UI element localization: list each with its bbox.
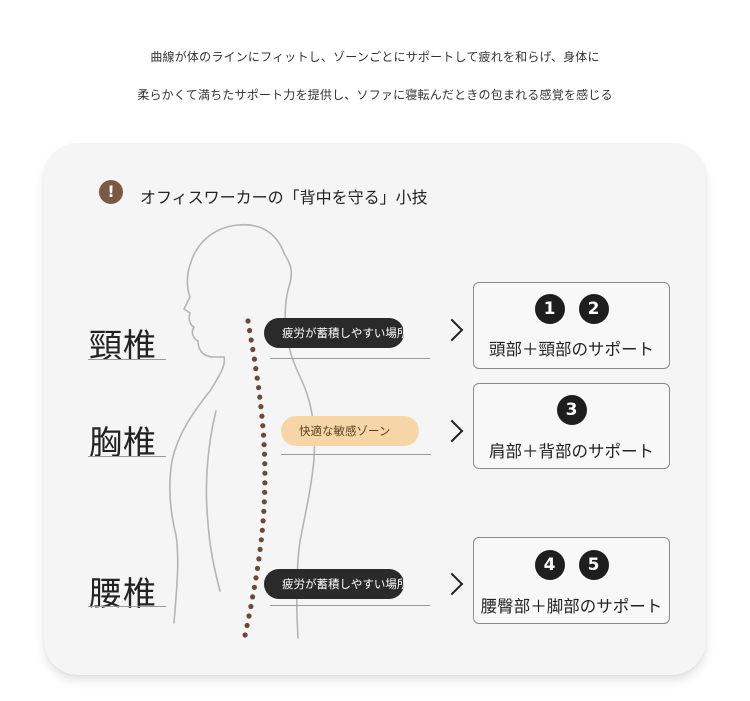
card-heading: オフィスワーカーの「背中を守る」小技 <box>140 188 428 207</box>
spine-dot <box>256 385 262 391</box>
support-text: 肩部＋背部のサポート <box>489 442 654 461</box>
number-badge: 1 <box>534 294 565 324</box>
spine-dot <box>260 518 266 524</box>
spine-dot <box>254 375 260 381</box>
spine-dot <box>260 432 267 438</box>
intro-line-2: 柔らかくて満ちたサポート力を提供し、ソファに寝転んだときの包まれる感覚を感じる <box>137 88 613 102</box>
support-text: 頭部＋頸部のサポート <box>489 340 654 359</box>
zone-label-lumbar: 腰椎 <box>89 574 157 613</box>
number-badge: 4 <box>534 550 565 580</box>
spine-dot <box>261 451 268 457</box>
pill-leader-line <box>270 605 430 606</box>
spine-dot <box>257 394 263 400</box>
spine-dot <box>261 499 267 505</box>
spine-dot <box>247 327 253 334</box>
exclamation-icon: ! <box>99 180 123 204</box>
spine-dot <box>260 423 266 429</box>
zone-underline <box>88 456 166 457</box>
spine-dot <box>245 318 251 324</box>
spine-dot <box>250 346 256 353</box>
spine-dot <box>251 356 257 362</box>
zone-underline <box>88 606 166 607</box>
spine-dot <box>258 537 264 543</box>
spine-dot <box>262 470 268 476</box>
spine-dot <box>258 404 264 410</box>
intro-line-1: 曲線が体のラインにフィットし、ゾーンごとにサポートして疲れを和らげ、身体に <box>150 50 600 64</box>
zone-underline <box>88 359 166 360</box>
spine-dot <box>253 366 259 372</box>
support-box-thoracic: 3 肩部＋背部のサポート <box>473 383 670 469</box>
spine-dot <box>254 565 261 571</box>
spine-dot <box>248 603 254 610</box>
spine-dot <box>248 337 254 343</box>
spine-support-card: ! オフィスワーカーの「背中を守る」小技 頸椎 胸椎 腰椎 疲労が蓄積しやすい場… <box>44 143 706 675</box>
zone-pill-cervical: 疲労が蓄積しやすい場所 <box>264 318 404 348</box>
body-silhouette <box>169 223 316 639</box>
spine-dot <box>242 632 248 638</box>
number-badge: 5 <box>578 550 609 580</box>
spine-dot <box>246 613 252 619</box>
spine-dot <box>261 442 267 448</box>
spine-dot <box>259 413 265 419</box>
spine-dot <box>262 480 268 486</box>
zone-label-thoracic: 胸椎 <box>89 423 157 462</box>
spine-dot <box>244 622 250 629</box>
spine-dot <box>251 584 257 590</box>
spine-dot <box>257 546 263 552</box>
zone-label-cervical: 頸椎 <box>89 326 157 365</box>
zone-pill-lumbar: 疲労が蓄積しやすい場所 <box>264 569 404 599</box>
spine-dot <box>253 575 259 581</box>
number-badge: 3 <box>556 395 587 425</box>
pill-leader-line <box>281 454 431 455</box>
number-badge: 2 <box>578 294 609 324</box>
spine-dot <box>262 489 268 495</box>
spine-dot <box>256 556 262 562</box>
spine-dot <box>261 508 267 514</box>
spine-dot <box>250 594 256 600</box>
spine-dot <box>262 461 268 467</box>
pill-leader-line <box>270 358 430 359</box>
zone-pill-thoracic: 快適な敏感ゾーン <box>281 416 419 446</box>
spine-dot <box>259 527 265 533</box>
spine-dots <box>242 318 268 638</box>
support-text: 腰臀部＋脚部のサポート <box>480 597 663 616</box>
